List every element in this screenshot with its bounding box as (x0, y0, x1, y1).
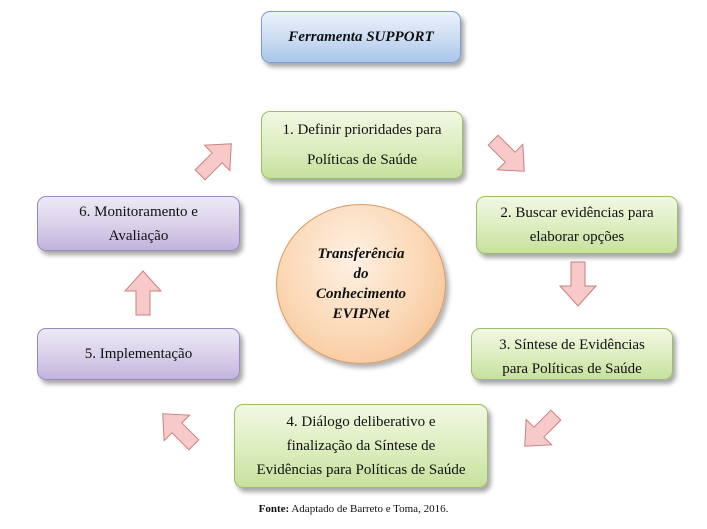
step-5-line: 5. Implementação (84, 346, 193, 362)
step-2-line: 2. Buscar evidências para (500, 205, 654, 221)
arrow-step1-to-step2 (487, 134, 525, 172)
center-line: Conhecimento (315, 286, 406, 302)
caption-label: Fonte: (258, 503, 290, 515)
step-1-box: 1. Definir prioridades para Políticas de… (261, 111, 463, 179)
step-4-line: finalização da Síntese de (286, 438, 436, 454)
arrow-step2-to-step3 (558, 261, 598, 307)
step-4-line: 4. Diálogo deliberativo e (286, 414, 436, 430)
step-2-box: 2. Buscar evidências para elaborar opçõe… (476, 196, 678, 254)
step-6-box: 6. Monitoramento e Avaliação (37, 196, 240, 251)
step-1-line: 1. Definir prioridades para (282, 122, 442, 138)
title-text: Ferramenta SUPPORT (288, 29, 434, 45)
step-4-box: 4. Diálogo deliberativo e finalização da… (234, 404, 488, 488)
center-line: EVIPNet (332, 306, 390, 322)
title-box: Ferramenta SUPPORT (261, 11, 461, 63)
step-6-line: 6. Monitoramento e (79, 203, 198, 220)
arrow-step3-to-step4 (524, 409, 562, 447)
step-2-line: elaborar opções (529, 229, 625, 245)
arrow-step4-to-step5 (162, 413, 200, 451)
center-line: Transferência (317, 246, 405, 262)
step-3-box: 3. Síntese de Evidências para Políticas … (471, 328, 673, 380)
step-1-line: Políticas de Saúde (307, 152, 417, 168)
step-3-line: 3. Síntese de Evidências (499, 337, 645, 353)
step-5-box: 5. Implementação (37, 328, 240, 380)
step-3-line: para Políticas de Saúde (502, 361, 642, 377)
caption-text: Adaptado de Barreto e Toma, 2016. (289, 503, 449, 515)
step-4-line: Evidências para Políticas de Saúde (256, 462, 466, 478)
arrow-step6-to-step1 (194, 143, 232, 181)
source-caption: Fonte: Adaptado de Barreto e Toma, 2016. (0, 503, 707, 515)
center-line: do (353, 266, 369, 282)
arrow-step5-to-step6 (123, 270, 163, 316)
step-6-line: Avaliação (108, 227, 169, 244)
center-oval: Transferência do Conhecimento EVIPNet (276, 204, 446, 364)
